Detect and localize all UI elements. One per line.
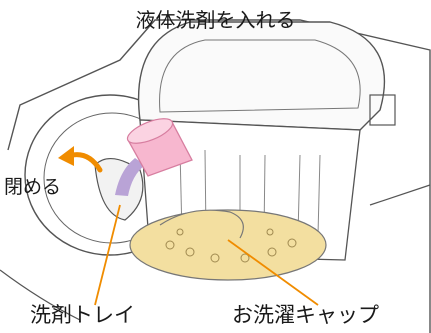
cap-leader-line [227,239,319,306]
wash-cap-label: お洗濯キャップ [232,303,379,327]
washer-top-outline [7,19,431,333]
detergent-tray-label: 洗剤トレイ [30,303,135,327]
washer-front-edge [0,269,81,321]
tray-leader-line [94,204,121,306]
washer-right-edge [369,184,431,206]
measuring-cup-rim [126,118,174,144]
lid-frame [137,21,386,131]
close-label: 閉める [4,176,62,198]
hinge [369,94,396,126]
liquid-stream [115,158,145,196]
lid-window [159,39,361,113]
wash-cap-vane [159,209,244,239]
close-arrowhead [58,146,74,166]
page-title: 液体洗剤を入れる [135,8,296,32]
wash-cap-holes [165,228,297,263]
